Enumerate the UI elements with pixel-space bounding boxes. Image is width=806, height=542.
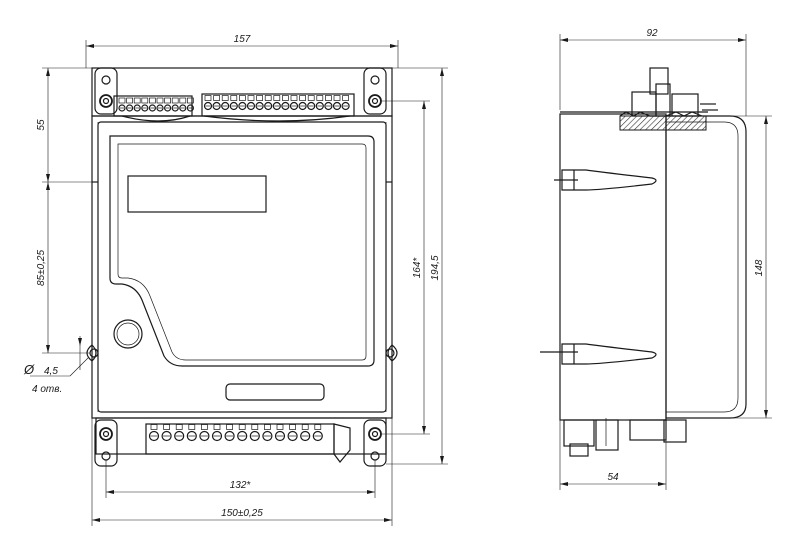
upper-latch bbox=[561, 169, 657, 191]
top-cable-curve bbox=[121, 115, 191, 122]
terminal-screw bbox=[324, 101, 333, 111]
bottom-plug-right bbox=[629, 419, 667, 441]
side-body-front bbox=[665, 115, 747, 419]
top-cable-curve-2 bbox=[203, 115, 351, 122]
terminal-screw bbox=[287, 430, 298, 442]
terminal-screw bbox=[141, 104, 149, 112]
terminal-screw bbox=[156, 104, 164, 112]
bottom-terminal-block bbox=[145, 423, 335, 455]
front-dim-labels: 157 55 85±0,25 164* 194,5 132* 150±0,25 … bbox=[23, 34, 441, 519]
terminal-screw bbox=[229, 101, 238, 111]
terminal-screw bbox=[171, 104, 179, 112]
mount-hole-bottom-right bbox=[368, 427, 382, 461]
terminal-screw bbox=[133, 104, 141, 112]
terminal-screw bbox=[161, 430, 172, 442]
label-slot bbox=[225, 383, 325, 401]
terminal-screw bbox=[246, 101, 256, 111]
diameter-symbol: Ø bbox=[23, 362, 35, 377]
terminal-screw bbox=[274, 430, 286, 442]
dim-top-offset: 55 bbox=[36, 119, 47, 131]
terminal-screw bbox=[224, 430, 235, 442]
front-dimensions bbox=[30, 40, 448, 526]
terminal-screw bbox=[300, 430, 311, 442]
terminal-screw bbox=[262, 430, 273, 442]
dim-hole-spacing-h: 150±0,25 bbox=[221, 508, 263, 519]
mount-hole-bottom-left bbox=[99, 427, 113, 461]
terminal-screw bbox=[186, 104, 194, 112]
dim-hole-diameter: 4,5 bbox=[44, 366, 58, 377]
mount-hole-top-left bbox=[99, 75, 113, 108]
dim-bottom-span: 132* bbox=[230, 480, 252, 491]
round-button bbox=[113, 319, 143, 349]
dim-hole-spacing-v: 85±0,25 bbox=[36, 250, 47, 287]
terminal-screw bbox=[281, 101, 290, 111]
terminal-screw bbox=[203, 101, 213, 111]
side-view bbox=[540, 67, 747, 457]
terminal-screw bbox=[264, 101, 273, 111]
dim-bottom-depth: 54 bbox=[607, 472, 619, 483]
dim-inner-height: 164* bbox=[412, 257, 423, 279]
terminal-screw bbox=[148, 430, 160, 442]
dim-total-height: 194,5 bbox=[430, 255, 441, 280]
display-window bbox=[127, 175, 267, 213]
lower-latch bbox=[561, 343, 657, 365]
terminal-screw bbox=[212, 101, 221, 111]
terminal-screw bbox=[238, 101, 247, 111]
top-terminal-block-left bbox=[113, 95, 194, 117]
terminal-screw bbox=[199, 430, 210, 442]
terminal-screw bbox=[126, 104, 134, 112]
bottom-plug-left bbox=[563, 419, 595, 447]
terminal-screw bbox=[211, 430, 223, 442]
dim-side-height: 148 bbox=[754, 259, 765, 276]
top-right-ear bbox=[363, 67, 387, 115]
dim-total-width: 157 bbox=[234, 34, 251, 45]
terminal-screw bbox=[289, 101, 299, 111]
front-panel-inner bbox=[117, 143, 367, 361]
terminal-screw bbox=[179, 104, 187, 112]
terminal-screw bbox=[341, 101, 350, 111]
terminal-screw bbox=[255, 101, 264, 111]
mount-hole-top-right bbox=[368, 75, 382, 108]
terminal-screw bbox=[272, 101, 281, 111]
terminal-screw bbox=[315, 101, 324, 111]
front-view bbox=[86, 67, 398, 467]
side-body-rear bbox=[559, 113, 667, 421]
side-dim-labels: 92 148 54 bbox=[607, 28, 765, 483]
terminal-screw bbox=[307, 101, 316, 111]
top-terminal-block-right bbox=[201, 93, 355, 117]
terminal-screw bbox=[164, 104, 172, 112]
device-body-inner bbox=[97, 121, 387, 413]
bottom-left-ear bbox=[94, 419, 118, 467]
terminal-screw bbox=[174, 430, 185, 442]
top-plug bbox=[649, 67, 669, 95]
terminal-screw bbox=[221, 101, 230, 111]
bottom-connector-tab bbox=[333, 423, 351, 463]
terminal-screw bbox=[332, 101, 342, 111]
dim-depth: 92 bbox=[646, 28, 658, 39]
dim-hole-count: 4 отв. bbox=[32, 384, 62, 395]
terminal-screw bbox=[312, 430, 323, 442]
terminal-screw bbox=[186, 430, 197, 442]
terminal-screw bbox=[237, 430, 248, 442]
device-body bbox=[91, 115, 393, 419]
top-seal bbox=[619, 115, 707, 131]
bottom-right-ear bbox=[363, 419, 387, 467]
terminal-screw bbox=[118, 104, 126, 112]
terminal-screw bbox=[148, 104, 156, 112]
terminal-screw bbox=[298, 101, 307, 111]
side-dimensions bbox=[559, 34, 772, 490]
terminal-screw bbox=[249, 430, 260, 442]
front-panel bbox=[109, 135, 375, 367]
